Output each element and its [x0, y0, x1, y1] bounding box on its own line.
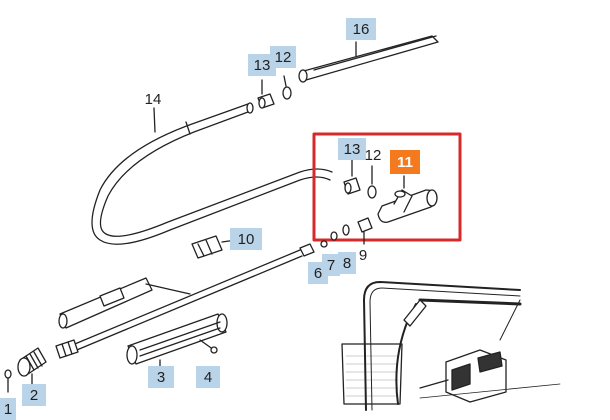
callout-13-frame: 13 [338, 138, 366, 160]
part-4-screw [199, 339, 218, 354]
callout-8: 8 [338, 252, 356, 274]
part-handle [58, 277, 191, 329]
callout-12-frame: 12 [364, 146, 382, 164]
callout-1: 1 [0, 398, 16, 420]
part-13-nut-top [257, 79, 275, 109]
part-12-ring-top [282, 75, 292, 100]
callout-11: 11 [390, 150, 420, 174]
callout-13-top: 13 [248, 54, 276, 76]
part-8-washer [342, 224, 350, 236]
inset-scene [341, 281, 561, 411]
part-12-ring-frame [367, 165, 377, 199]
callout-3: 3 [148, 366, 174, 388]
part-16-tube [298, 35, 439, 83]
highlight-frame [312, 132, 462, 242]
callout-7: 7 [322, 254, 340, 276]
part-3-sleeve [126, 313, 228, 367]
part-10-clip [191, 235, 237, 259]
callout-14: 14 [144, 90, 162, 108]
part-9-fitting [357, 217, 373, 245]
part-lance-rod [55, 243, 315, 359]
part-2-nozzle [17, 347, 47, 385]
callout-4: 4 [196, 366, 220, 388]
callout-16: 16 [346, 18, 376, 40]
part-14-hose [91, 102, 333, 245]
callout-12-top: 12 [270, 46, 296, 68]
callout-10: 10 [230, 228, 262, 250]
callout-9: 9 [358, 246, 368, 264]
part-7-washer [330, 231, 338, 241]
part-11-connector [377, 175, 438, 223]
callout-2: 2 [22, 384, 46, 406]
part-1-ring [4, 369, 12, 393]
part-6-pin [320, 240, 328, 248]
part-13-nut-frame [343, 159, 361, 195]
